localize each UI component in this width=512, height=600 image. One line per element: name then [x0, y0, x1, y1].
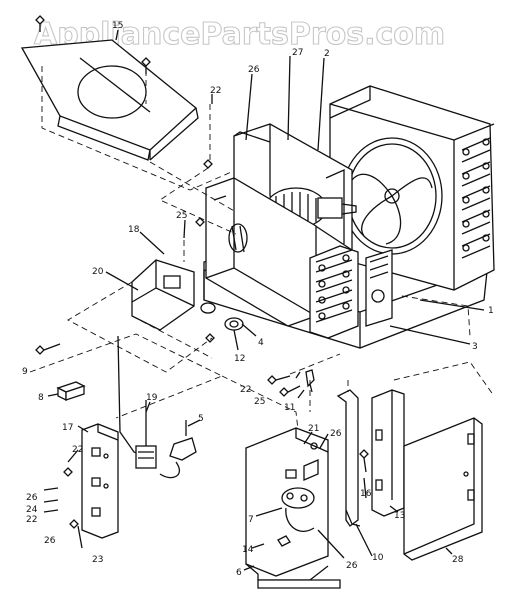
callout-19: 19 [146, 393, 158, 403]
leader-lines [47, 29, 485, 571]
knob-block-8 [56, 381, 86, 402]
access-cover-28 [403, 417, 483, 561]
callout-4: 4 [258, 338, 264, 348]
callout-22-lower: 22 [26, 515, 37, 525]
foot-grommet [200, 302, 244, 343]
callout-12: 12 [234, 354, 245, 364]
callout-26-lower: 26 [44, 536, 56, 546]
callout-25-left: 25 [176, 211, 187, 221]
screw-9 [35, 343, 61, 355]
callout-26-left: 26 [26, 493, 38, 503]
callout-7: 7 [248, 515, 254, 525]
callout-24: 24 [26, 505, 38, 515]
screw-16 [359, 449, 369, 473]
filter-panel-13 [371, 389, 405, 517]
callout-14: 14 [242, 545, 254, 555]
callout-26-bottom: 26 [346, 561, 358, 571]
callout-20: 20 [92, 267, 104, 277]
callout-15-top: 15 [112, 21, 123, 31]
thermostat-19 [135, 400, 157, 469]
control-panel-17 [81, 423, 119, 539]
callout-11: 11 [284, 403, 295, 413]
switch-5 [159, 420, 197, 479]
callout-22-center: 22 [240, 385, 251, 395]
control-bracket [131, 259, 195, 331]
callout-22-top: 22 [210, 86, 221, 96]
callout-16: 16 [360, 489, 372, 499]
callout-22-left: 22 [72, 445, 83, 455]
top-cover-panel [20, 39, 199, 161]
callout-9: 9 [22, 367, 28, 377]
screws-center [267, 369, 315, 397]
evaporator-coil [309, 245, 359, 339]
callout-17: 17 [62, 423, 73, 433]
control-module-7 [277, 487, 315, 547]
compressor [365, 249, 393, 327]
callout-1: 1 [488, 306, 494, 316]
callout-2: 2 [324, 49, 330, 59]
callout-5: 5 [198, 414, 204, 424]
callout-3: 3 [472, 342, 478, 352]
drain-tube-10 [336, 389, 361, 527]
callout-23: 23 [92, 555, 103, 565]
callout-28: 28 [452, 555, 464, 565]
callout-18: 18 [128, 225, 140, 235]
callout-10: 10 [372, 553, 384, 563]
control-box-housing [205, 177, 317, 327]
callout-26-center: 26 [330, 429, 342, 439]
callout-6: 6 [236, 568, 242, 578]
condenser-fan [341, 137, 443, 255]
callout-25-center: 25 [254, 397, 265, 407]
callout-27: 27 [292, 48, 303, 58]
callout-21: 21 [308, 424, 319, 434]
callout-26-top: 26 [248, 65, 260, 75]
panel-screws [43, 467, 83, 549]
callout-labels: 15 27 2 26 22 25 18 20 1 3 4 12 9 8 17 1… [22, 21, 494, 578]
callout-8: 8 [38, 393, 44, 403]
callout-13: 13 [394, 511, 405, 521]
